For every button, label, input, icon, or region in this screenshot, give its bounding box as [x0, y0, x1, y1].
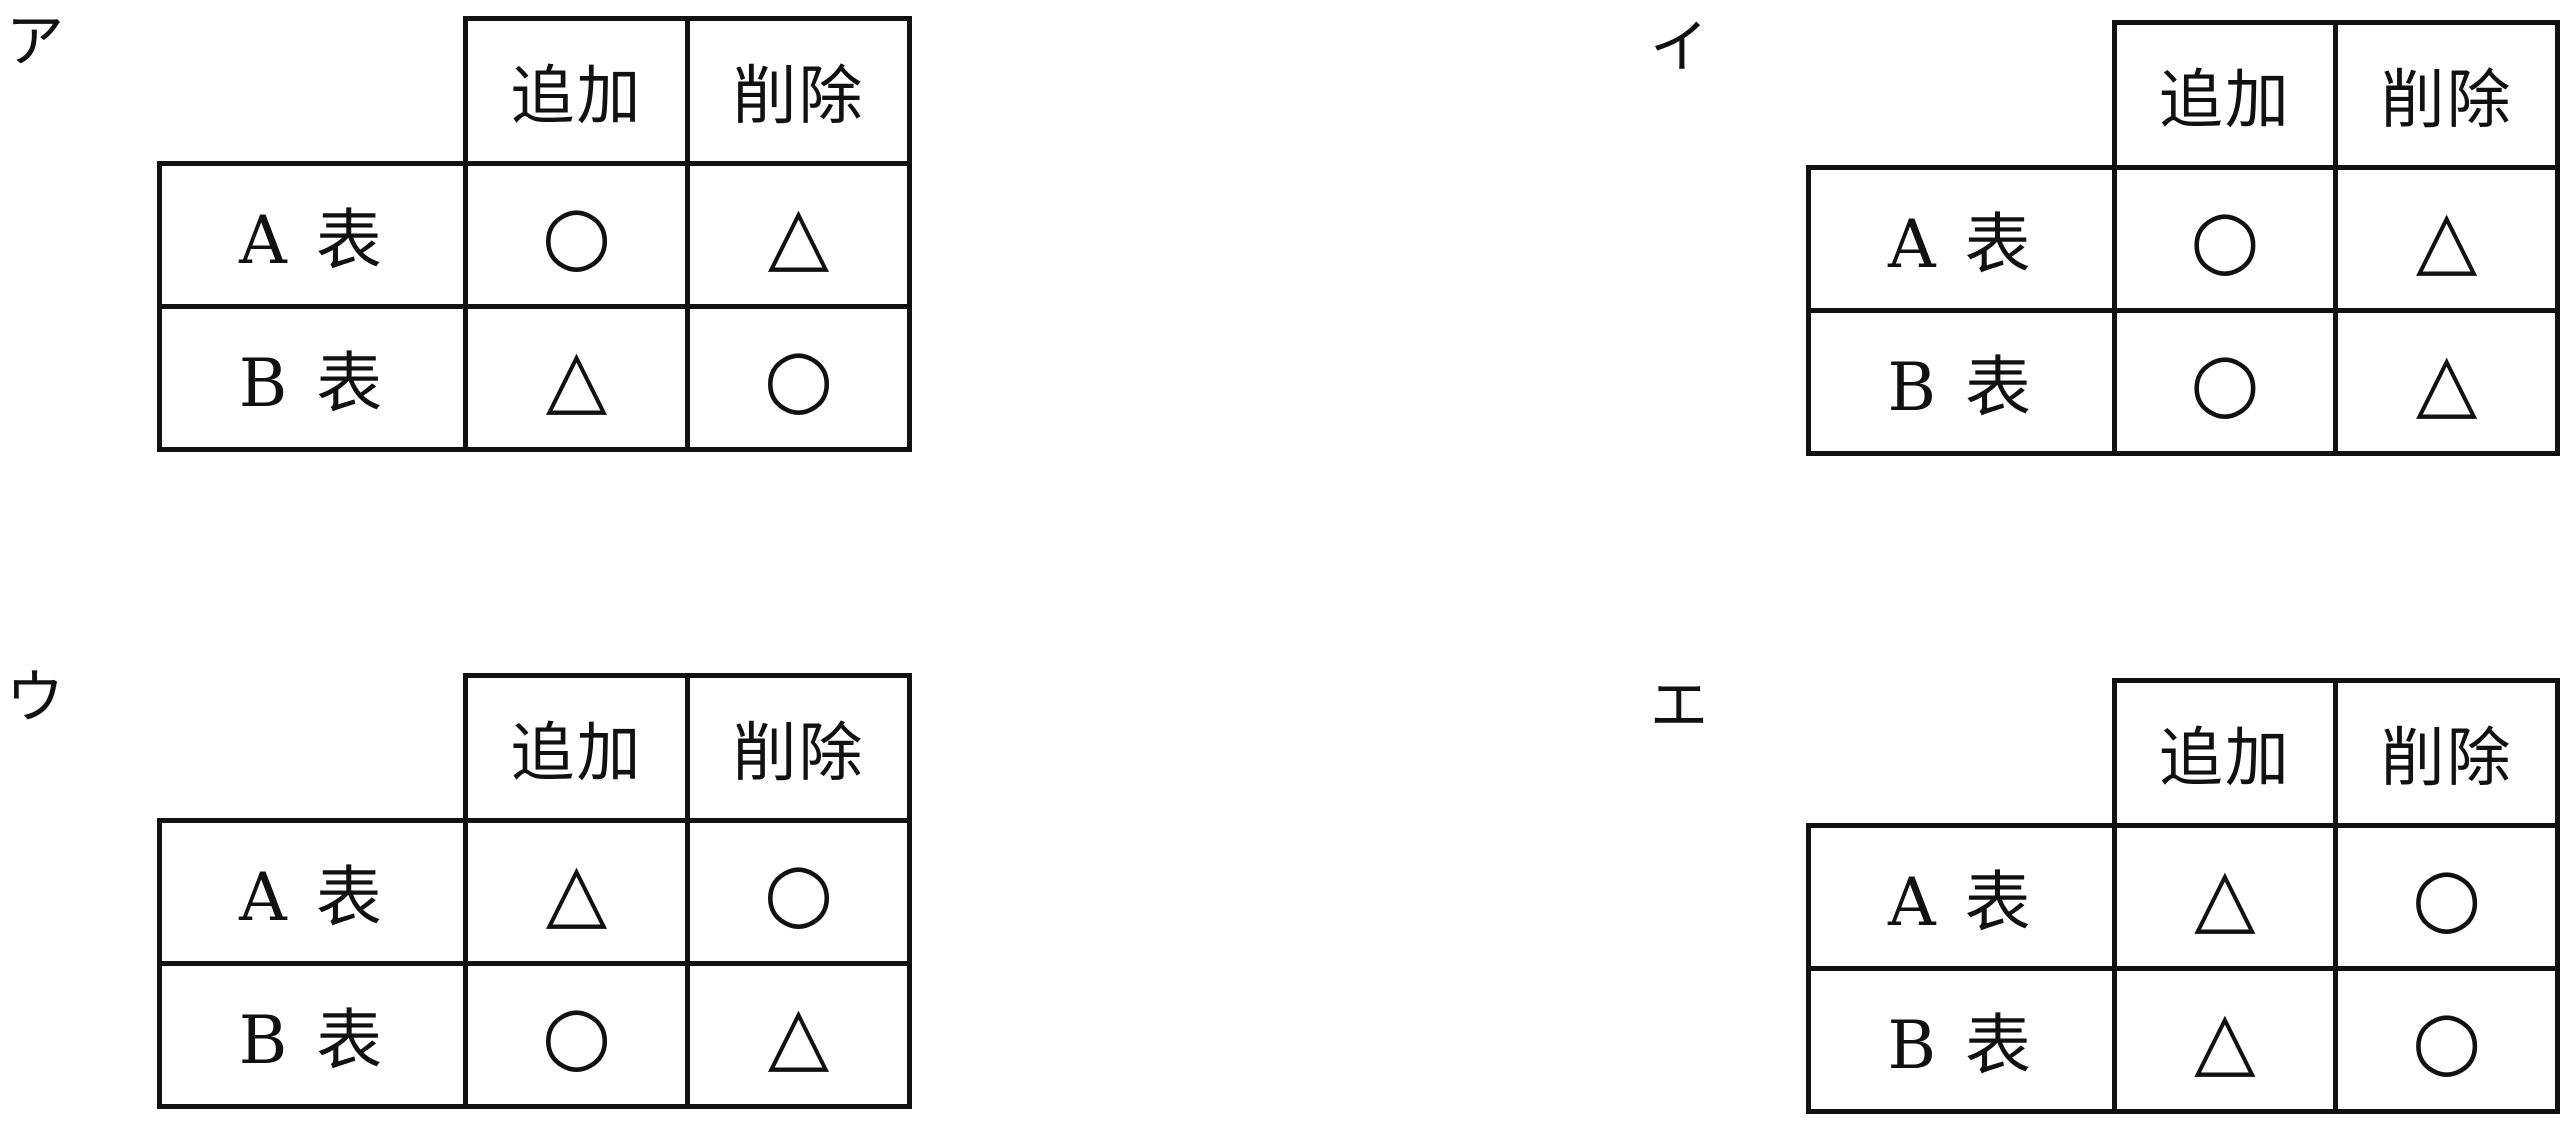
delete-mark: △: [2333, 165, 2560, 313]
option-label-i: イ: [1650, 13, 1709, 81]
blank-corner-cell: [1809, 681, 2115, 826]
add-mark: △: [2111, 966, 2339, 1114]
table-header-row: 追加 削除: [1809, 678, 2560, 828]
row-label: B 表: [157, 304, 468, 452]
delete-mark: △: [2333, 308, 2560, 456]
row-label: B 表: [157, 961, 468, 1109]
option-table-i: 追加 削除 A 表 ○ △ B 表 ○ △: [1806, 20, 2560, 456]
row-label: A 表: [1806, 823, 2117, 971]
option-label-a: ア: [6, 7, 65, 75]
table-row: B 表 △ ○: [1806, 966, 2560, 1114]
delete-mark: △: [685, 961, 912, 1109]
delete-mark: △: [685, 161, 912, 309]
row-label: A 表: [157, 161, 468, 309]
table-header-row: 追加 削除: [1809, 20, 2560, 170]
table-row: B 表 △ ○: [157, 304, 912, 452]
row-label: A 表: [157, 818, 468, 966]
table-row: A 表 ○ △: [1806, 165, 2560, 313]
add-mark: ○: [2111, 165, 2339, 313]
table-row: A 表 △ ○: [157, 818, 912, 966]
delete-mark: ○: [685, 818, 912, 966]
header-add: 追加: [463, 16, 690, 166]
add-mark: △: [2111, 823, 2339, 971]
add-mark: ○: [463, 961, 690, 1109]
header-delete: 削除: [2333, 678, 2560, 828]
delete-mark: ○: [685, 304, 912, 452]
add-mark: ○: [2111, 308, 2339, 456]
blank-corner-cell: [160, 676, 466, 821]
delete-mark: ○: [2333, 823, 2560, 971]
blank-corner-cell: [160, 19, 466, 164]
table-row: B 表 ○ △: [1806, 308, 2560, 456]
header-delete: 削除: [685, 16, 912, 166]
table-header-row: 追加 削除: [160, 16, 912, 166]
option-table-a: 追加 削除 A 表 ○ △ B 表 △ ○: [157, 16, 912, 452]
row-label: B 表: [1806, 966, 2117, 1114]
header-add: 追加: [2111, 678, 2339, 828]
delete-mark: ○: [2333, 966, 2560, 1114]
blank-corner-cell: [1809, 23, 2115, 168]
option-label-u: ウ: [6, 663, 65, 731]
option-label-e: エ: [1650, 671, 1709, 739]
header-delete: 削除: [685, 673, 912, 823]
row-label: B 表: [1806, 308, 2117, 456]
row-label: A 表: [1806, 165, 2117, 313]
option-table-e: 追加 削除 A 表 △ ○ B 表 △ ○: [1806, 678, 2560, 1114]
table-row: A 表 ○ △: [157, 161, 912, 309]
header-add: 追加: [2111, 20, 2339, 170]
table-header-row: 追加 削除: [160, 673, 912, 823]
header-add: 追加: [463, 673, 690, 823]
table-row: B 表 ○ △: [157, 961, 912, 1109]
table-row: A 表 △ ○: [1806, 823, 2560, 971]
add-mark: ○: [463, 161, 690, 309]
add-mark: △: [463, 818, 690, 966]
header-delete: 削除: [2333, 20, 2560, 170]
option-table-u: 追加 削除 A 表 △ ○ B 表 ○ △: [157, 673, 912, 1109]
add-mark: △: [463, 304, 690, 452]
